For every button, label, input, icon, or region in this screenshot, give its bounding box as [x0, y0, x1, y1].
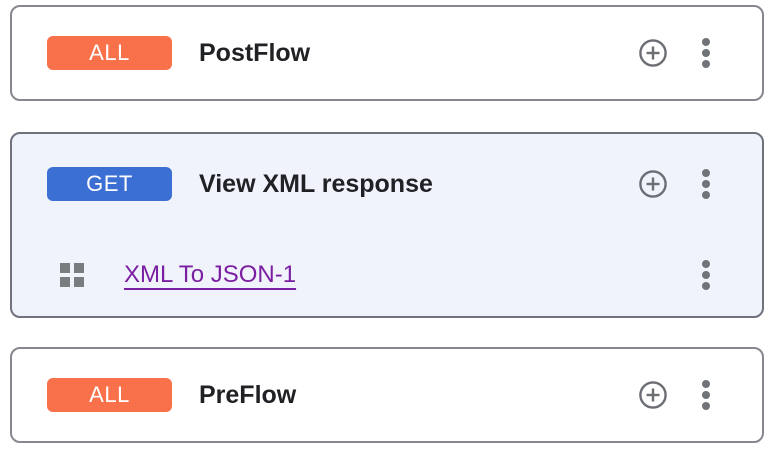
method-badge: ALL: [47, 36, 172, 70]
policy-link[interactable]: XML To JSON-1: [124, 261, 297, 288]
more-options-icon[interactable]: [702, 260, 710, 290]
kebab-dot: [702, 180, 710, 188]
grid-square: [74, 263, 84, 273]
more-options-icon[interactable]: [702, 169, 710, 199]
flow-title: PreFlow: [199, 380, 297, 409]
flow-card-view-xml-response[interactable]: GET View XML response XML To JSON-1: [10, 132, 764, 318]
kebab-dot: [702, 402, 710, 410]
more-options-icon[interactable]: [702, 380, 710, 410]
more-options-icon[interactable]: [702, 38, 710, 68]
drag-handle-grid-icon[interactable]: [60, 263, 84, 287]
flow-header-row: GET View XML response: [12, 134, 762, 234]
kebab-dot: [702, 282, 710, 290]
kebab-dot: [702, 60, 710, 68]
grid-square: [74, 277, 84, 287]
flow-card-postflow[interactable]: ALL PostFlow: [10, 5, 764, 101]
policy-row: XML To JSON-1: [12, 234, 762, 316]
kebab-dot: [702, 191, 710, 199]
method-badge: ALL: [47, 378, 172, 412]
add-policy-icon[interactable]: [638, 169, 668, 199]
kebab-dot: [702, 380, 710, 388]
add-policy-icon[interactable]: [638, 380, 668, 410]
method-badge: GET: [47, 167, 172, 201]
grid-square: [60, 277, 70, 287]
flow-title: PostFlow: [199, 38, 311, 67]
flow-title: View XML response: [199, 169, 433, 198]
kebab-dot: [702, 49, 710, 57]
kebab-dot: [702, 169, 710, 177]
flow-header-row: ALL PostFlow: [12, 7, 762, 99]
kebab-dot: [702, 391, 710, 399]
flow-header-row: ALL PreFlow: [12, 349, 762, 441]
kebab-dot: [702, 271, 710, 279]
kebab-dot: [702, 260, 710, 268]
kebab-dot: [702, 38, 710, 46]
flow-card-preflow[interactable]: ALL PreFlow: [10, 347, 764, 443]
grid-square: [60, 263, 70, 273]
add-policy-icon[interactable]: [638, 38, 668, 68]
